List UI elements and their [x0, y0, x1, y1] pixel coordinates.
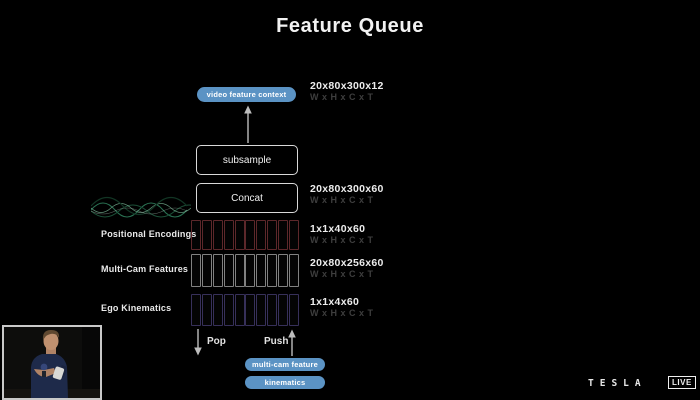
queue-cell [288, 254, 299, 287]
concat-dims: 20x80x300x60 W x H x C x T [310, 184, 384, 206]
queue-cell [201, 294, 212, 326]
queue-cell [288, 220, 299, 250]
queue-cell [245, 294, 256, 326]
queue-cell [267, 220, 278, 250]
queue-cell [278, 220, 288, 250]
queue-cell [212, 254, 223, 287]
row-label-ego-kinematics: Ego Kinematics [101, 303, 172, 313]
ego-kinematics-dims: 1x1x4x60 W x H x C x T [310, 297, 374, 319]
multicam-dims-value: 20x80x256x60 [310, 257, 384, 269]
queue-cell [212, 294, 223, 326]
ego-kinematics-dims-legend: W x H x C x T [310, 308, 374, 318]
queue-cell [201, 220, 212, 250]
queue-cell [256, 254, 267, 287]
output-dims: 20x80x300x12 W x H x C x T [310, 81, 384, 103]
kinematics-chip: kinematics [245, 376, 325, 389]
output-dims-value: 20x80x300x12 [310, 80, 384, 92]
concat-dims-value: 20x80x300x60 [310, 183, 384, 195]
queue-cell [212, 220, 223, 250]
push-arrow-up-icon [288, 329, 296, 356]
positional-dims-value: 1x1x40x60 [310, 223, 366, 235]
queue-cell [267, 294, 278, 326]
queue-cell [245, 220, 256, 250]
tesla-logo: TESLA [588, 378, 647, 389]
queue-cell [234, 254, 245, 287]
slide-title: Feature Queue [276, 15, 424, 37]
live-badge: LIVE [668, 376, 696, 389]
queue-row-multicam-features [191, 254, 299, 287]
pop-label: Pop [207, 336, 226, 347]
row-label-multicam-features: Multi-Cam Features [101, 264, 189, 274]
subsample-label: subsample [222, 154, 272, 166]
queue-cell [223, 294, 234, 326]
video-feature-context-chip: video feature context [197, 87, 296, 102]
arrow-up-icon [244, 105, 252, 143]
concat-box: Concat [196, 183, 298, 213]
presenter-figure [4, 327, 100, 398]
positional-encoding-waves-icon [91, 196, 191, 218]
queue-row-ego-kinematics [191, 294, 299, 326]
multicam-dims-legend: W x H x C x T [310, 269, 374, 279]
queue-cell [288, 294, 299, 326]
queue-cell [234, 294, 245, 326]
queue-cell [223, 220, 234, 250]
multicam-dims: 20x80x256x60 W x H x C x T [310, 258, 384, 280]
queue-cell [191, 294, 201, 326]
multi-cam-feature-chip: multi-cam feature [245, 358, 325, 371]
subsample-box: subsample [196, 145, 298, 175]
queue-row-positional-encodings [191, 220, 299, 250]
queue-cell [191, 254, 201, 287]
queue-cell [245, 254, 256, 287]
queue-cell [278, 254, 288, 287]
queue-cell [201, 254, 212, 287]
push-label: Push [264, 336, 289, 347]
concat-dims-legend: W x H x C x T [310, 195, 374, 205]
kinematics-chip-label: kinematics [264, 378, 306, 387]
ego-kinematics-dims-value: 1x1x4x60 [310, 296, 360, 308]
queue-cell [278, 294, 288, 326]
queue-cell [191, 220, 201, 250]
queue-cell [223, 254, 234, 287]
presenter-video [2, 325, 102, 400]
multi-cam-feature-chip-label: multi-cam feature [252, 360, 318, 369]
output-dims-legend: W x H x C x T [310, 92, 374, 102]
row-label-positional-encodings: Positional Encodings [101, 229, 197, 239]
concat-label: Concat [231, 192, 263, 204]
queue-cell [234, 220, 245, 250]
queue-cell [267, 254, 278, 287]
positional-dims-legend: W x H x C x T [310, 235, 374, 245]
queue-cell [256, 294, 267, 326]
video-feature-context-label: video feature context [206, 90, 287, 99]
queue-cell [256, 220, 267, 250]
positional-dims: 1x1x40x60 W x H x C x T [310, 224, 374, 246]
pop-arrow-down-icon [194, 329, 202, 356]
